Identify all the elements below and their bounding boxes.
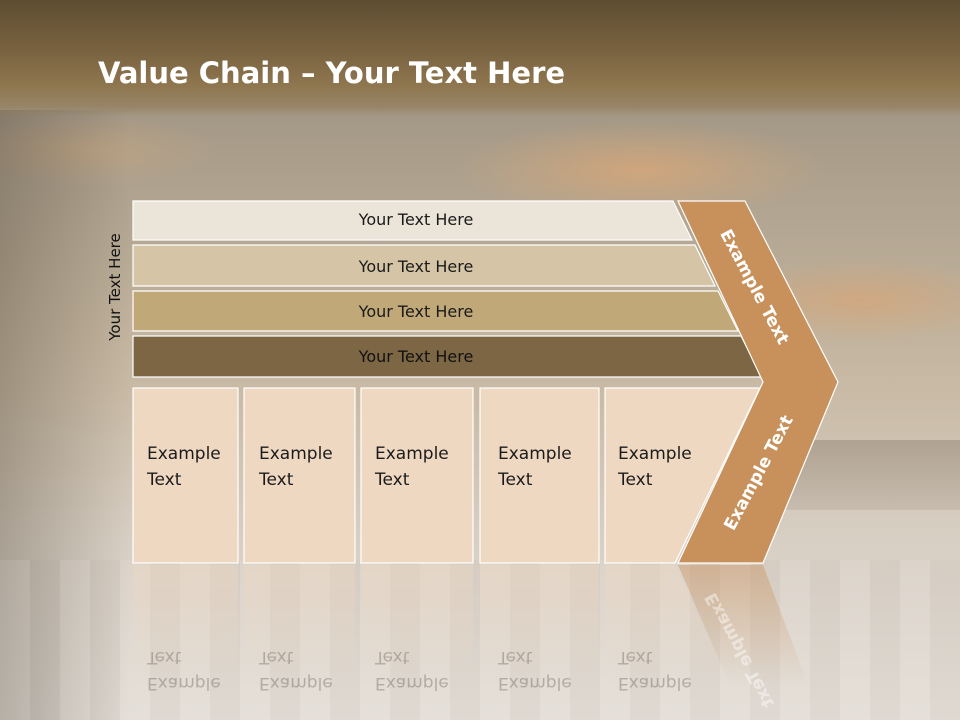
reflection-box-5	[605, 565, 730, 685]
activity-box-4-line2: Text	[497, 470, 533, 490]
activity-box-5-line2: Text	[617, 470, 653, 490]
title-bar	[0, 0, 960, 116]
bar-4-label: Your Text Here	[358, 347, 474, 366]
reflection-box-1-line2: Text	[146, 647, 182, 667]
slide-title: Value Chain – Your Text Here	[98, 55, 565, 91]
bar-1-label: Your Text Here	[358, 210, 474, 229]
reflection-box-3-line2: Text	[374, 647, 410, 667]
activity-box-1[interactable]	[132, 387, 239, 564]
activity-box-3-line2: Text	[374, 470, 410, 490]
activity-box-1-line2: Text	[146, 470, 182, 490]
title-rest: – Your Text Here	[290, 56, 566, 90]
activity-box-4-line1: Example	[498, 444, 572, 464]
bar-3[interactable]	[132, 290, 739, 332]
reflection-box-3-line1: Example	[375, 673, 449, 693]
activity-box-5[interactable]	[604, 387, 761, 564]
activity-box-2-line1: Example	[259, 444, 333, 464]
bar-3-label: Your Text Here	[358, 302, 474, 321]
margin-chevron[interactable]	[677, 200, 839, 564]
reflection-box-3	[361, 565, 473, 685]
activity-box-1-line1: Example	[147, 444, 221, 464]
background-left-shade	[0, 110, 130, 720]
reflection-box-1-line1: Example	[147, 673, 221, 693]
activity-box-4[interactable]	[479, 387, 600, 564]
reflection-box-4	[480, 565, 599, 685]
reflection-box-2-line1: Example	[259, 673, 333, 693]
title-bold: Value Chain	[98, 56, 291, 90]
reflection-box-2	[244, 565, 355, 685]
diagram-reflection: Example Text Example Text Example Text E…	[133, 565, 808, 711]
activity-box-5-line1: Example	[618, 444, 692, 464]
reflection-box-4-line1: Example	[498, 673, 572, 693]
bar-1[interactable]	[132, 200, 693, 241]
activity-box-3[interactable]	[360, 387, 474, 564]
activity-box-3-line1: Example	[375, 444, 449, 464]
bar-2-label: Your Text Here	[358, 257, 474, 276]
reflection-box-5-line2: Text	[617, 647, 653, 667]
activity-box-2-line2: Text	[258, 470, 294, 490]
background-building	[780, 440, 960, 510]
activity-box-2[interactable]	[243, 387, 356, 564]
reflection-chevron	[678, 565, 808, 685]
bar-2[interactable]	[132, 244, 716, 287]
reflection-box-2-line2: Text	[258, 647, 294, 667]
reflection-box-5-line1: Example	[618, 673, 692, 693]
reflection-box-4-line2: Text	[497, 647, 533, 667]
reflection-box-1	[133, 565, 238, 685]
